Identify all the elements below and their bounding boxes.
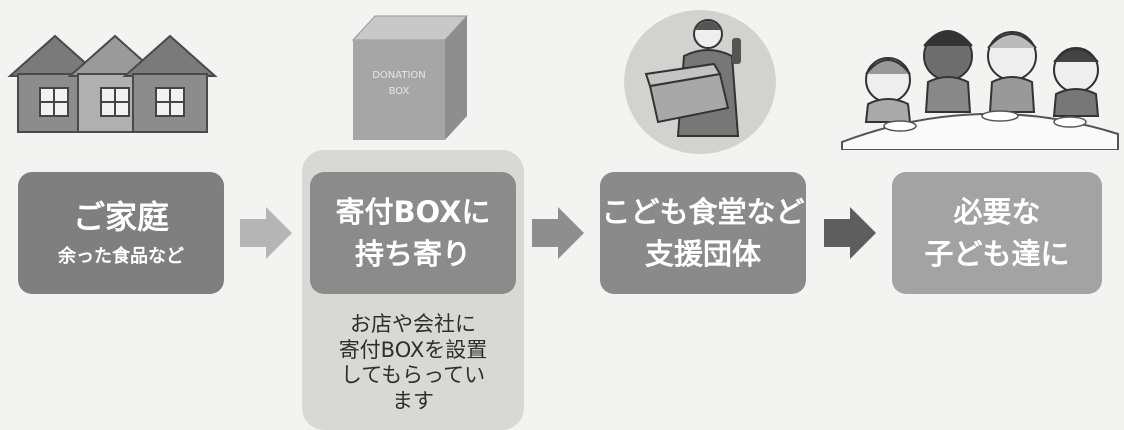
step-household: ご家庭 余った食品など xyxy=(18,172,224,294)
donation-note: お店や会社に 寄付BOXを設置 してもらってい ます xyxy=(302,312,524,414)
children-eating-icon xyxy=(841,30,1119,150)
step-support-group: こども食堂など 支援団体 xyxy=(600,172,806,294)
arrow-right-icon xyxy=(532,207,584,259)
step-household-subtitle: 余った食品など xyxy=(58,246,184,268)
step-donation-box-line1: 寄付BOXに xyxy=(335,194,491,229)
step-children-line1: 必要な xyxy=(953,194,1041,229)
arrow-right-icon xyxy=(824,207,876,259)
step-donation-box: 寄付BOXに 持ち寄り xyxy=(310,172,516,294)
step-donation-box-line2: 持ち寄り xyxy=(354,237,471,271)
volunteer-carrying-box-icon xyxy=(624,10,776,154)
donation-note-line: ます xyxy=(392,388,434,413)
step-support-group-line2: 支援団体 xyxy=(644,237,761,271)
step-support-group-line1: こども食堂など xyxy=(601,194,805,229)
arrow-right-icon xyxy=(240,207,292,259)
donation-box-icon: DONATION BOX xyxy=(351,15,469,140)
donation-box-label-1: DONATION xyxy=(372,70,426,81)
step-household-title: ご家庭 xyxy=(72,197,169,236)
donation-box-label-2: BOX xyxy=(389,86,410,97)
step-children-line2: 子ども達に xyxy=(924,237,1070,271)
donation-note-line: お店や会社に xyxy=(350,312,476,336)
houses-icon xyxy=(7,34,218,133)
donation-note-line: 寄付BOXを設置 xyxy=(338,337,488,362)
step-children: 必要な 子ども達に xyxy=(892,172,1102,294)
donation-note-line: してもらってい xyxy=(340,363,486,388)
